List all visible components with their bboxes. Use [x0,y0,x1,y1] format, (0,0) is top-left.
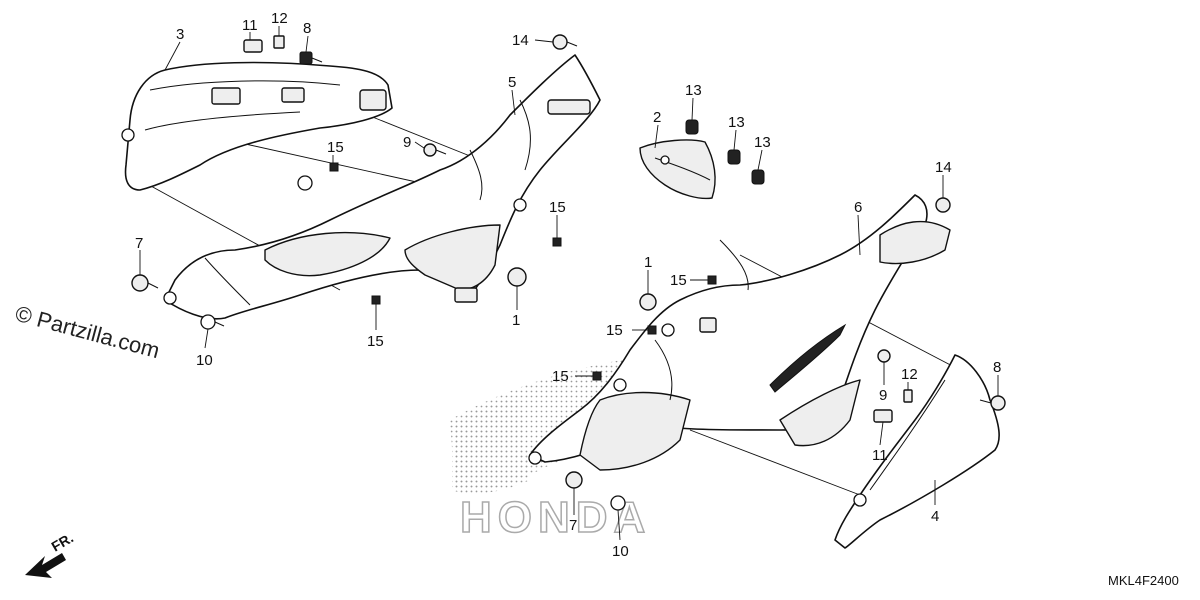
callout-5[interactable]: 5 [508,74,516,91]
callout-10[interactable]: 10 [196,352,213,369]
grommet-1b-icon [639,293,657,311]
clip-11b-icon [873,409,893,423]
front-label: FR. [49,529,77,554]
callout-1-b[interactable]: 1 [644,254,652,271]
callout-15-f[interactable]: 15 [552,368,569,385]
callout-13-c[interactable]: 13 [754,134,771,151]
diagram-code: MKL4F2400 [1108,573,1179,588]
clip-15e-icon [647,325,657,335]
callout-11-b[interactable]: 11 [872,447,888,464]
part-3-inner-panel[interactable] [121,61,393,191]
callout-15-e[interactable]: 15 [606,322,623,339]
part-6-main-cowl[interactable] [528,194,951,471]
screw-9-icon [423,143,447,157]
screw-13a-icon [685,119,699,135]
nut-12b-icon [903,389,913,403]
screw-13c-icon [751,169,765,185]
callout-2[interactable]: 2 [653,109,661,126]
clip-15c-icon [371,295,381,305]
callout-15-d[interactable]: 15 [670,272,687,289]
callout-7-b[interactable]: 7 [569,517,577,534]
clip-15a-icon [329,162,339,172]
bolt-8-icon [299,51,323,65]
screw-14b-icon [935,197,951,213]
callout-15-a[interactable]: 15 [327,139,344,156]
screw-14-icon [552,34,578,50]
callout-6[interactable]: 6 [854,199,862,216]
callout-leaders [139,26,999,541]
part-2-small-cover[interactable] [639,139,716,200]
bolt-7b-icon [565,471,583,489]
callout-1[interactable]: 1 [512,312,520,329]
front-direction-indicator: FR. [25,529,76,578]
callout-13-b[interactable]: 13 [728,114,745,131]
callout-9-b[interactable]: 9 [879,387,887,404]
screw-13b-icon [727,149,741,165]
callout-10-b[interactable]: 10 [612,543,629,560]
callout-12-b[interactable]: 12 [901,366,918,383]
bolt-7-icon [131,274,159,292]
part-5-main-cowl[interactable] [163,54,601,320]
callout-8-b[interactable]: 8 [993,359,1001,376]
fasteners [131,34,1006,511]
part-4-inner-panel[interactable] [834,354,1000,549]
callout-4[interactable]: 4 [931,508,939,525]
clip-15f-icon [592,371,602,381]
callout-14[interactable]: 14 [512,32,529,49]
nut-12-icon [273,35,285,49]
callout-8[interactable]: 8 [303,20,311,37]
callout-3[interactable]: 3 [176,26,184,43]
callout-11[interactable]: 11 [242,17,258,34]
callout-12[interactable]: 12 [271,10,288,27]
rivet-10b-icon [610,495,626,511]
callout-9[interactable]: 9 [403,134,411,151]
callout-labels: 3 11 12 8 14 5 9 15 15 7 10 15 1 13 2 13… [135,10,1001,560]
callout-7[interactable]: 7 [135,235,143,252]
clip-15d-icon [707,275,717,285]
clip-15b-icon [552,237,562,247]
grommet-1-icon [507,267,527,287]
screw-9b-icon [877,349,891,363]
front-arrow-icon [25,553,66,578]
callout-15-b[interactable]: 15 [549,199,566,216]
callout-14-b[interactable]: 14 [935,159,952,176]
callout-13-a[interactable]: 13 [685,82,702,99]
partzilla-watermark: © Partzilla.com [13,301,163,364]
clip-11-icon [243,39,263,53]
callout-15-c[interactable]: 15 [367,333,384,350]
